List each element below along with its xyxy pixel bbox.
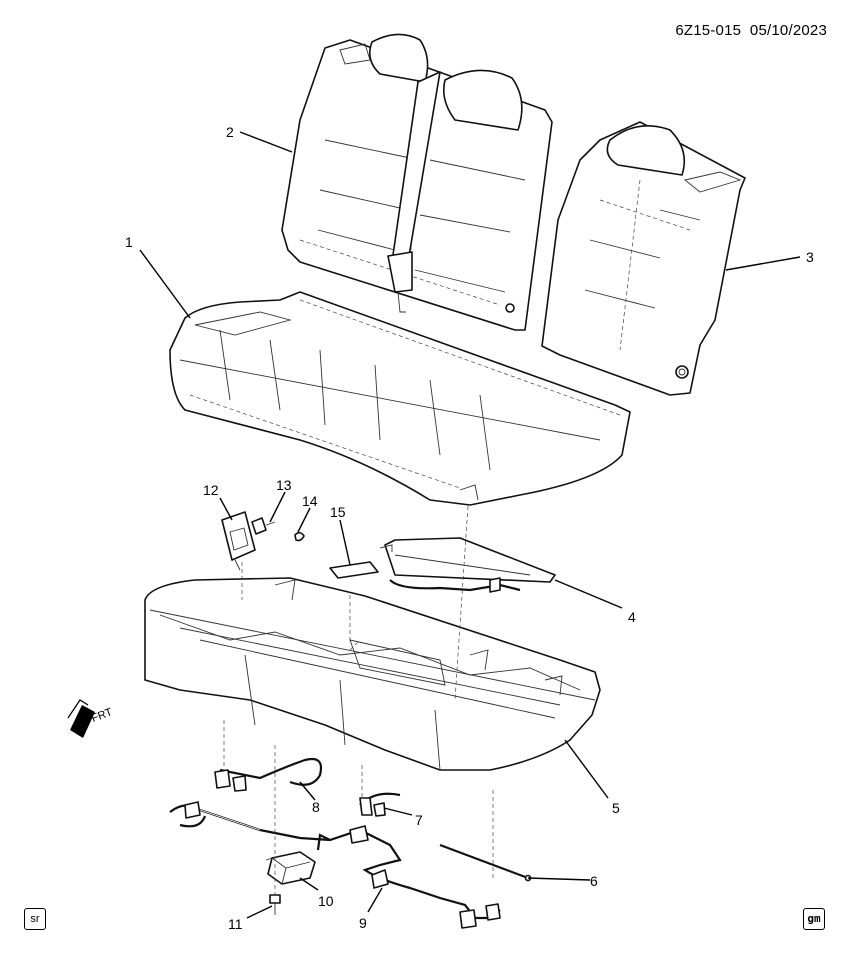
- bolt-11[interactable]: [269, 894, 281, 915]
- callout-1: 1: [125, 234, 133, 250]
- diagram-header: 6Z15-015 05/10/2023: [675, 22, 827, 39]
- frt-label: FRT: [90, 706, 114, 725]
- seatback-right[interactable]: [541, 121, 746, 396]
- callout-13: 13: [276, 477, 292, 493]
- callout-8: 8: [312, 799, 320, 815]
- wiring-harness[interactable]: [169, 801, 501, 929]
- callout-12: 12: [203, 482, 219, 498]
- heater-pad[interactable]: [379, 537, 556, 593]
- callout-7: 7: [415, 812, 423, 828]
- seatback-left[interactable]: [281, 33, 553, 331]
- bolt-13[interactable]: [251, 517, 276, 535]
- callout-3: 3: [806, 249, 814, 265]
- callout-10: 10: [318, 893, 334, 909]
- headrest-left: [369, 33, 429, 83]
- callout-14: 14: [302, 493, 318, 509]
- callout-4: 4: [628, 609, 636, 625]
- cushion-cover[interactable]: [169, 291, 631, 506]
- callout-9: 9: [359, 915, 367, 931]
- callout-15: 15: [330, 504, 346, 520]
- callout-6: 6: [590, 873, 598, 889]
- callout-11: 11: [228, 916, 243, 932]
- diagram-code: 6Z15-015: [675, 22, 742, 39]
- headrest-right: [606, 124, 686, 176]
- gm-logo: gm: [803, 908, 825, 930]
- wire-rod[interactable]: [439, 843, 532, 882]
- connector-8[interactable]: [214, 757, 323, 792]
- label-15[interactable]: [329, 561, 379, 579]
- control-module[interactable]: [265, 851, 316, 885]
- headrest-center: [442, 69, 523, 131]
- cushion-frame[interactable]: [144, 577, 601, 771]
- clip-14[interactable]: [294, 531, 305, 542]
- anchor-guide[interactable]: [221, 511, 256, 571]
- callout-5: 5: [612, 800, 620, 816]
- diagram-date: 05/10/2023: [749, 22, 827, 39]
- seat-belt-buckle: [387, 251, 413, 293]
- connector-7[interactable]: [359, 792, 401, 817]
- sr-badge: sr: [24, 908, 46, 930]
- callout-2: 2: [226, 124, 234, 140]
- front-direction-arrow: FRT: [67, 699, 114, 738]
